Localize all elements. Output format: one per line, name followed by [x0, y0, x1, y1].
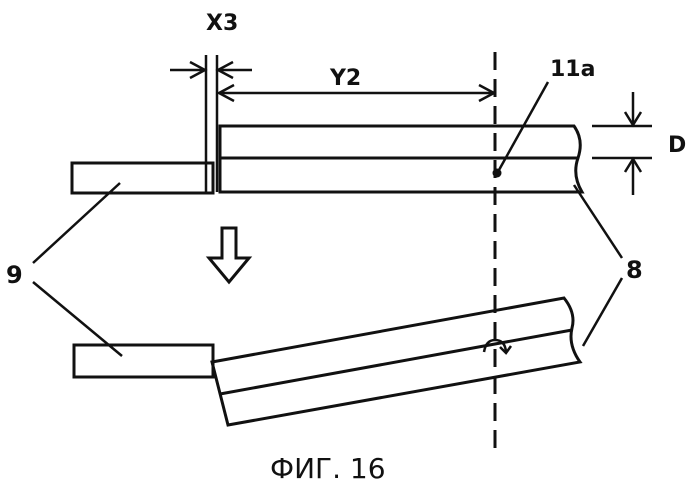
- part-8-bottom-midline: [220, 330, 572, 394]
- leader-8-top: [574, 185, 622, 258]
- label-9: 9: [6, 261, 23, 289]
- label-11a: 11a: [550, 57, 595, 82]
- part-9-top: [72, 163, 213, 193]
- leader-9-top: [33, 183, 120, 263]
- part-9-bottom: [74, 345, 213, 377]
- down-arrow-icon: [209, 228, 249, 282]
- figure-caption: ФИГ. 16: [270, 452, 386, 485]
- label-d: D: [668, 133, 686, 158]
- label-x3: X3: [206, 11, 238, 36]
- label-y2: Y2: [329, 66, 361, 91]
- leader-8-bottom: [583, 278, 622, 346]
- label-8: 8: [626, 256, 643, 284]
